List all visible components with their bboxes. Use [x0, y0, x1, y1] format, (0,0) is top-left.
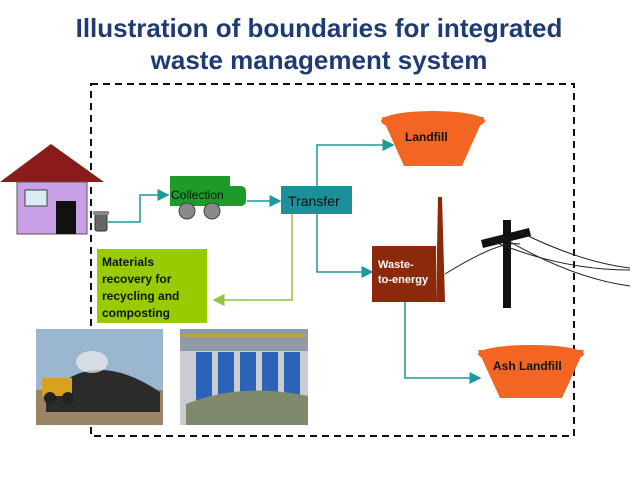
waste-to-energy-label: Waste- to-energy	[378, 258, 438, 288]
mrf-label-line-1: Materials	[102, 255, 155, 269]
materials-recovery-box	[97, 249, 207, 323]
ash-landfill-label: Ash Landfill	[493, 359, 562, 373]
materials-recovery-label: Materials recovery for recycling and com…	[102, 254, 206, 322]
waste-to-energy-plant	[372, 197, 445, 302]
arrow-wte-to-ash-landfill	[404, 302, 482, 384]
collection-label: Collection	[171, 188, 224, 202]
transfer-box	[281, 186, 352, 214]
mrf-label-line-2: recovery for	[102, 272, 172, 286]
title-line-2: waste management system	[150, 45, 488, 75]
arrow-transfer-to-wte	[316, 214, 374, 278]
power-pole-icon	[444, 220, 631, 308]
recycling-facility-photo	[180, 329, 308, 425]
collection-truck-icon	[170, 176, 246, 220]
mrf-label-line-4: composting	[102, 306, 170, 320]
system-boundary	[90, 83, 575, 437]
composting-photo	[36, 329, 163, 425]
arrow-trash-to-collection	[108, 189, 170, 223]
title-line-1: Illustration of boundaries for integrate…	[75, 13, 563, 43]
wte-label-line-2: to-energy	[378, 274, 429, 286]
arrow-transfer-to-mrf	[212, 214, 293, 306]
arrow-transfer-to-landfill	[316, 139, 395, 186]
ash-landfill-shape	[478, 350, 584, 398]
slide-title: Illustration of boundaries for integrate…	[0, 12, 638, 76]
mrf-label-line-3: recycling and	[102, 289, 180, 303]
landfill-label: Landfill	[405, 130, 448, 144]
house-icon	[0, 144, 104, 235]
wte-label-line-1: Waste-	[378, 259, 414, 271]
trash-can-icon	[93, 211, 109, 232]
transfer-label: Transfer	[288, 193, 340, 209]
